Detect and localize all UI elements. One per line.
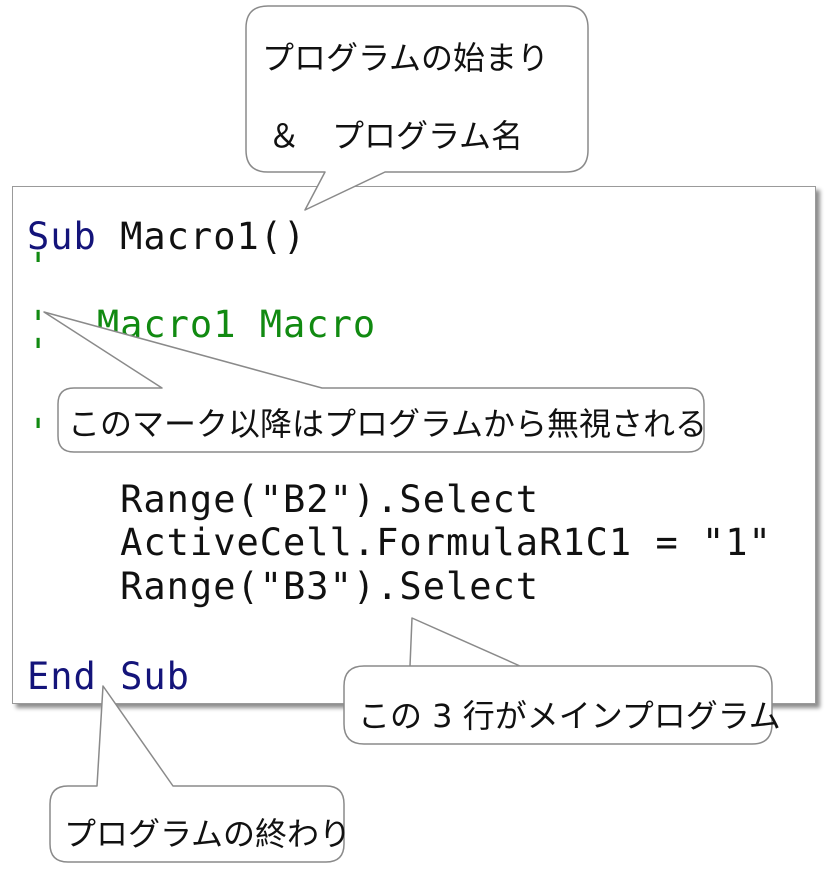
macro-name: Macro1(): [96, 215, 307, 258]
code-line-formula: ActiveCell.FormulaR1C1 = "1": [27, 521, 772, 564]
callout-program-end: プログラムの終わり: [64, 815, 352, 853]
keyword-end-sub: End Sub: [27, 655, 190, 698]
comment-line: ': [27, 411, 51, 454]
code-line-sub-macro1: Sub Macro1(): [27, 217, 306, 257]
comment-line: ': [27, 245, 51, 288]
code-line-select-b3: Range("B3").Select: [27, 565, 540, 608]
callout-bubble-program-end: [49, 685, 345, 863]
comment-line-macro-title: ' Macro1 Macro: [27, 303, 377, 346]
callout-bubble-main-program: [343, 617, 773, 745]
callout-bubble-comment-mark: [43, 311, 705, 453]
code-line-select-b2: Range("B2").Select: [27, 478, 540, 521]
callout-program-start-title: プログラムの始まり: [262, 39, 550, 77]
callout-comment-mark: このマーク以降はプログラムから無視される: [68, 405, 708, 443]
comment-line: ': [27, 331, 51, 374]
callout-bubble-program-start: [245, 5, 589, 211]
callout-program-start-subtitle: ＆ プログラム名: [268, 117, 524, 155]
keyword-sub: Sub: [27, 215, 97, 258]
callout-main-program: この 3 行がメインプログラム: [358, 697, 781, 735]
